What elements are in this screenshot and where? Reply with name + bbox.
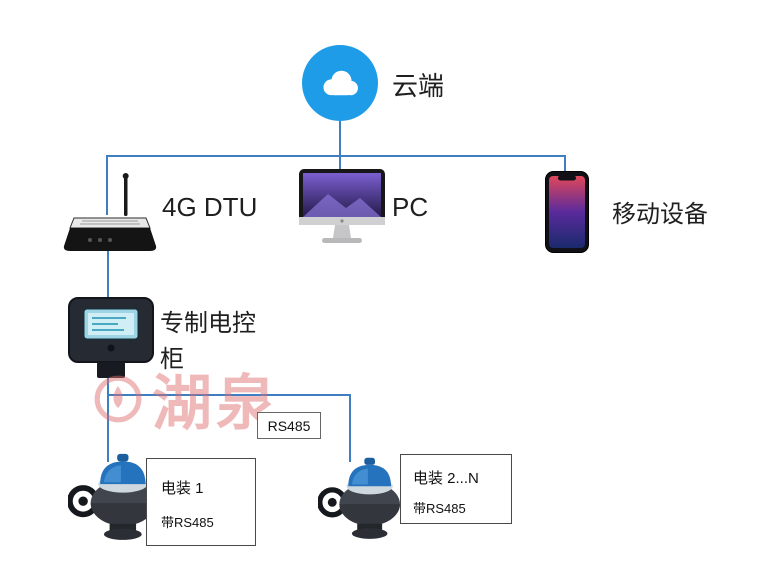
actuator-1-box: 电装 1 带RS485 — [146, 458, 256, 546]
edge-branch-to-actuator2 — [349, 394, 351, 462]
edge-dtu-to-cabinet — [107, 250, 109, 300]
actuator-2-subtitle: 带RS485 — [413, 501, 466, 516]
cloud-icon — [323, 70, 358, 96]
mobile-label: 移动设备 — [612, 201, 708, 228]
cloud-label: 云端 — [392, 71, 445, 101]
dtu-label: 4G DTU — [162, 192, 258, 222]
edge-bus-to-dtu — [106, 155, 108, 215]
edge-bus-to-pc — [339, 155, 341, 170]
edge-cabinet-to-actuator1 — [107, 374, 109, 462]
actuator-2-box: 电装 2...N 带RS485 — [400, 454, 512, 524]
cabinet-label: 专制电控柜 — [160, 310, 256, 373]
smartphone-icon — [545, 171, 589, 253]
edge-cloud-to-bus — [339, 121, 341, 155]
edge-branch-horizontal — [107, 394, 351, 396]
pc-label: PC — [392, 192, 429, 222]
control-cabinet-icon — [68, 297, 154, 378]
edge-bus-horizontal — [106, 155, 566, 157]
router-icon — [63, 173, 157, 251]
actuator-2-title: 电装 2...N — [413, 470, 479, 487]
pc-icon — [299, 169, 385, 243]
cloud-node — [302, 45, 378, 121]
rs485-edge-label: RS485 — [257, 412, 321, 439]
actuator-1-title: 电装 1 — [161, 480, 204, 497]
edge-bus-to-mobile — [564, 155, 566, 172]
actuator-1-subtitle: 带RS485 — [161, 515, 214, 530]
